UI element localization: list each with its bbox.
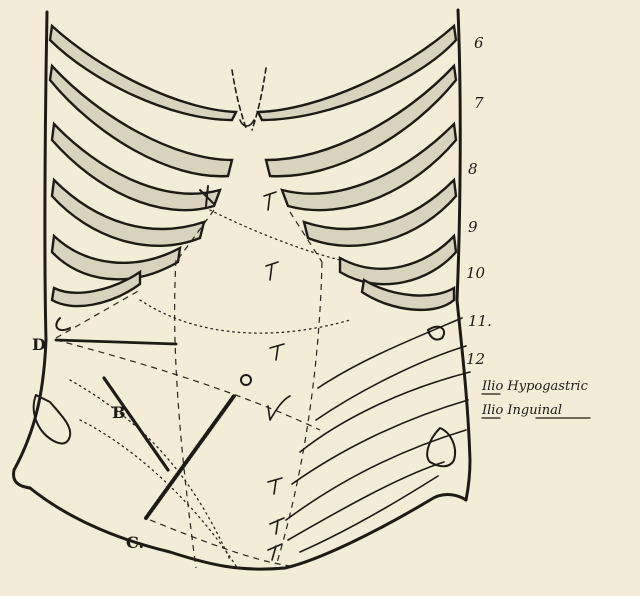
lower-abdomen-outline — [30, 488, 466, 569]
right-linea-semilunaris — [276, 262, 322, 566]
oblique-dash-1 — [56, 340, 320, 430]
left-linea-semilunaris — [175, 260, 196, 568]
torso-outline-left — [14, 12, 47, 488]
dotted-line-1 — [70, 380, 230, 560]
rib-label-11: 11. — [468, 312, 492, 330]
rib-label-9: 9 — [468, 218, 478, 236]
label-ilio-hypogastric: Ilio Hypogastric — [481, 379, 589, 394]
horizontal-line-d — [56, 340, 176, 344]
umbilicus — [241, 375, 251, 385]
rib-11-tip-left — [56, 318, 70, 330]
rib-label-10: 10 — [466, 264, 486, 282]
right-iliac-crest — [427, 428, 455, 466]
point-label-c: C. — [126, 533, 144, 552]
point-label-b: B — [112, 403, 126, 422]
label-ilio-inguinal: Ilio Inguinal — [481, 403, 562, 418]
left-ribs — [50, 26, 236, 306]
xiphoid-process — [240, 120, 254, 126]
sternum-outline — [232, 68, 266, 130]
rib-label-8: 8 — [468, 160, 478, 178]
right-nerve-lines — [286, 318, 470, 552]
nerve-marks — [264, 192, 290, 560]
rib-label-12: 12 — [466, 350, 485, 368]
rib-label-7: 7 — [474, 94, 484, 112]
rib-label-6: 6 — [474, 34, 484, 52]
point-label-d: D — [32, 335, 46, 354]
right-ribs — [258, 26, 456, 310]
torso-outline-right — [457, 10, 470, 500]
